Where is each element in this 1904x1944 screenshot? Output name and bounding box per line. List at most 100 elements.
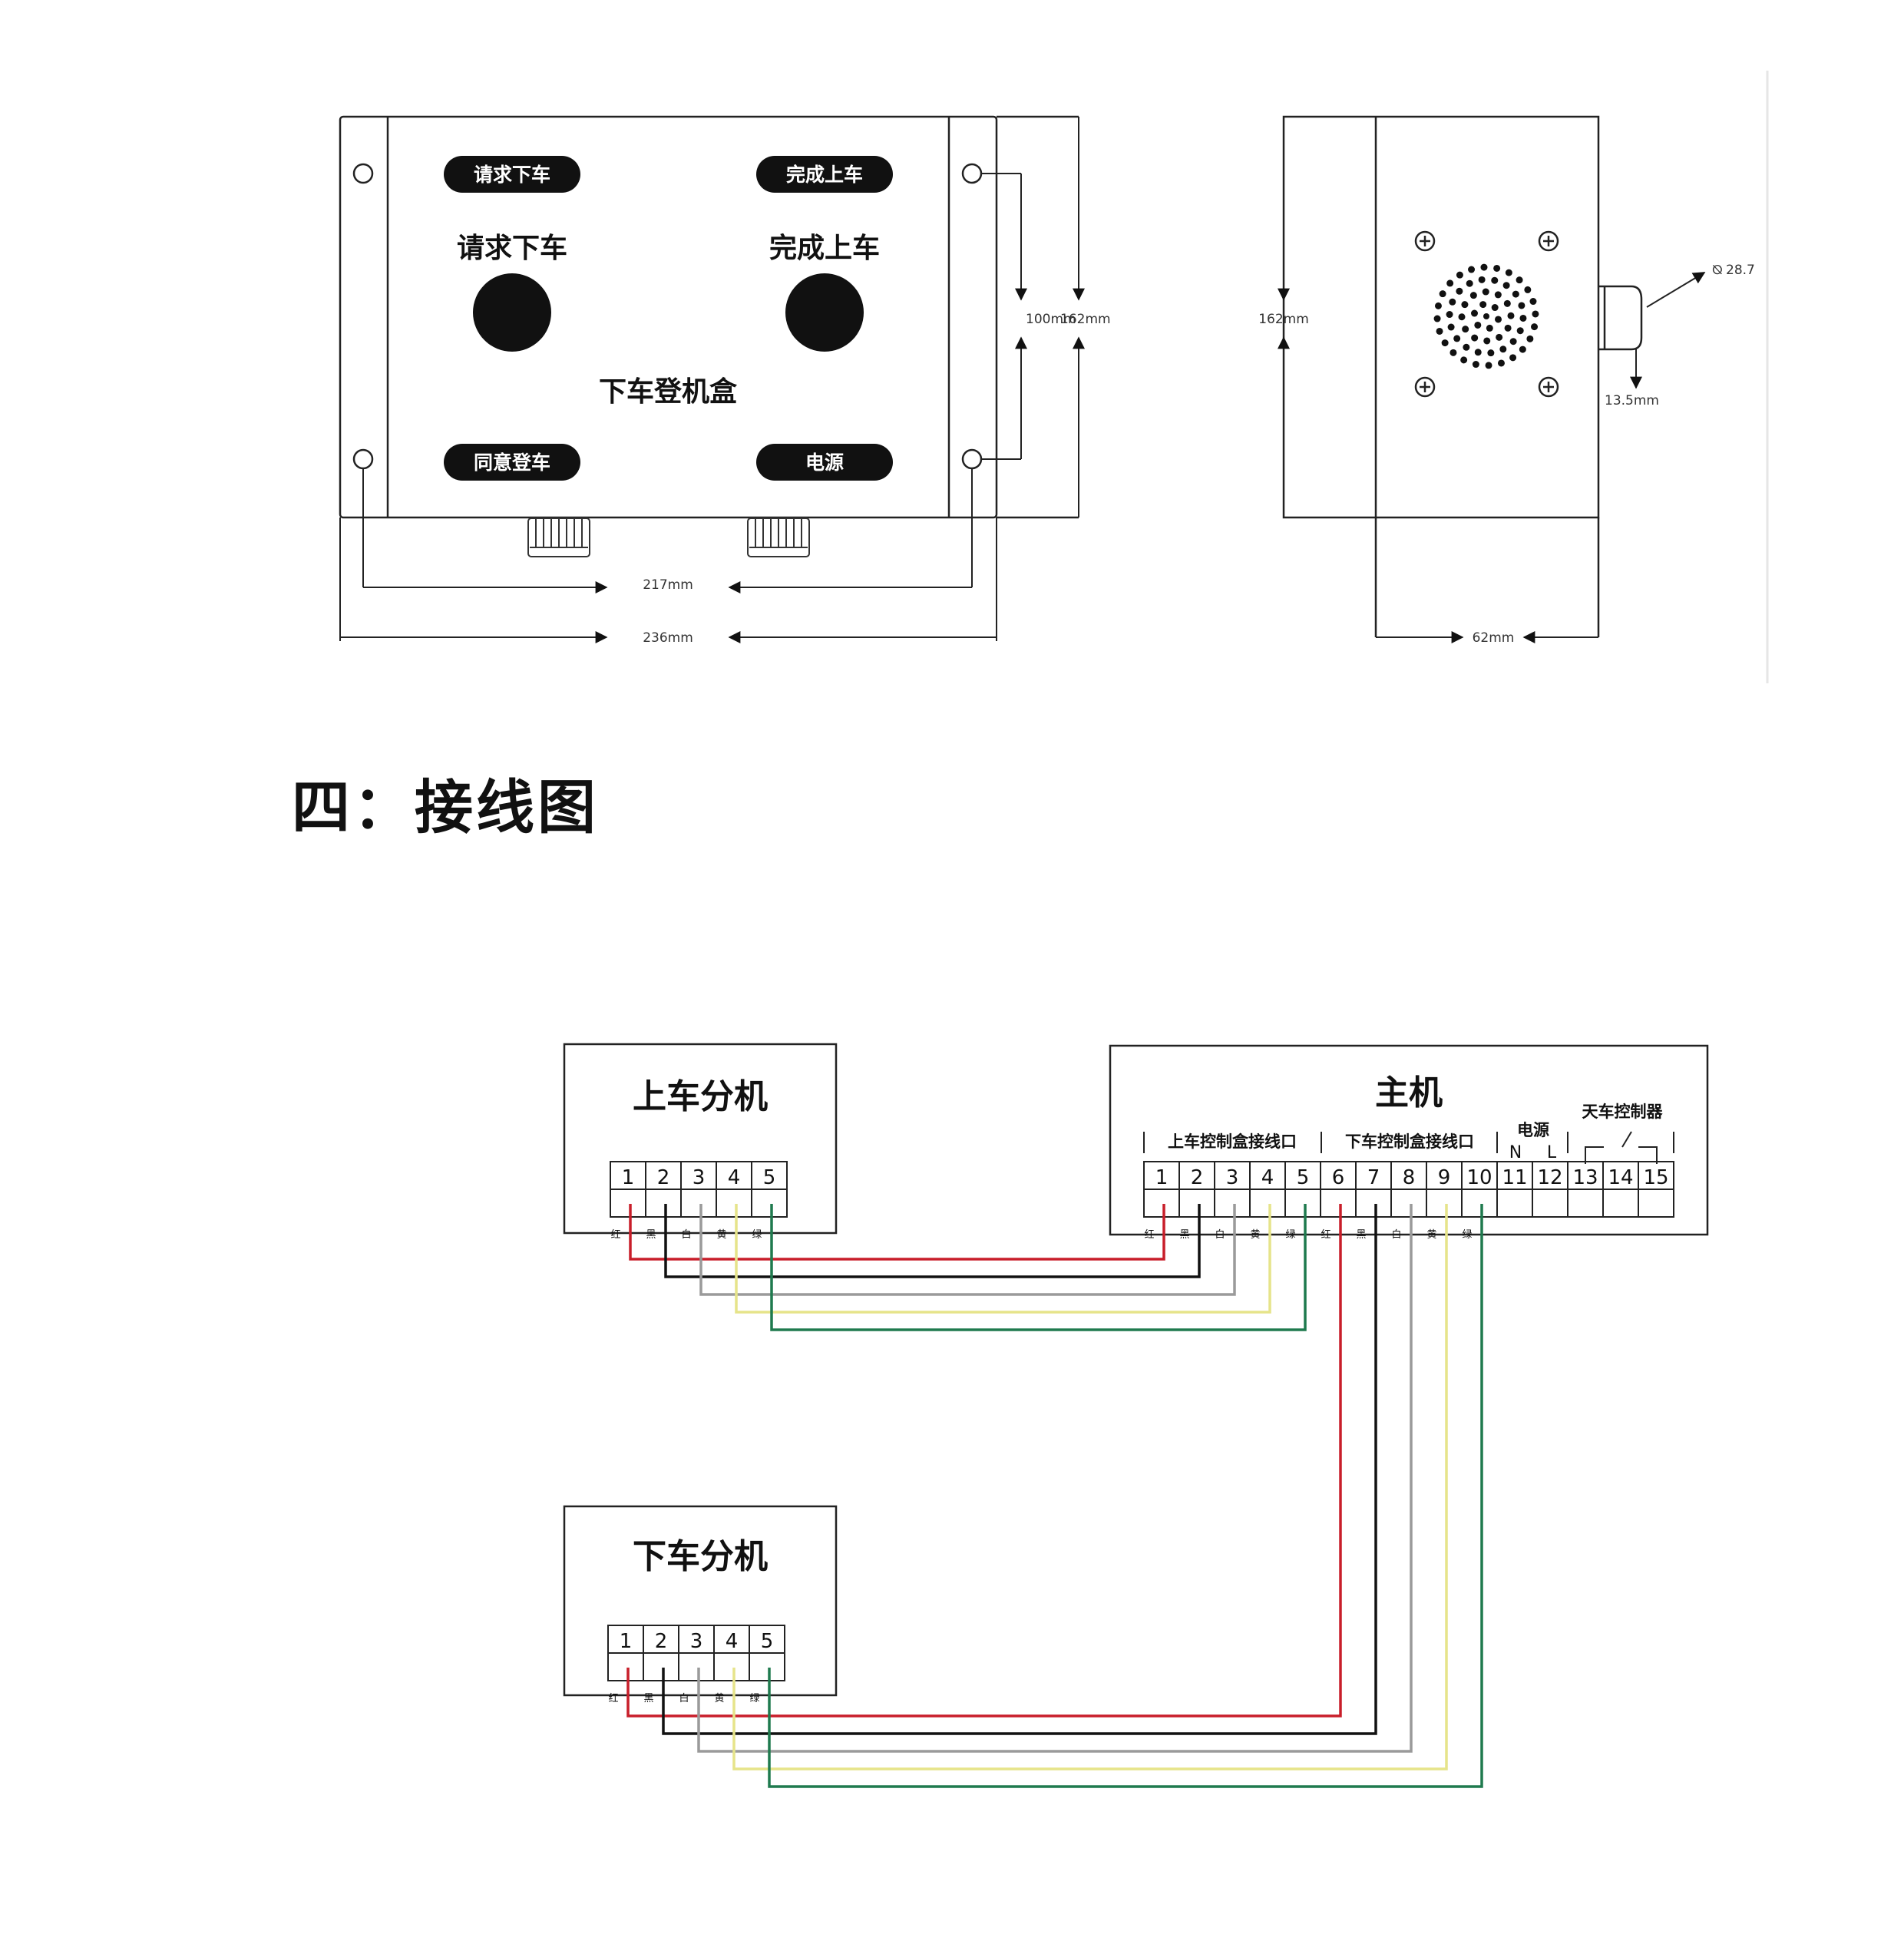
relay-symbol [1585,1131,1658,1164]
wire-color-label: 黑 [643,1693,653,1704]
mount-hole-bottom-right [961,448,983,470]
wire-upper-red [629,1204,1165,1261]
wires [626,1204,1483,1788]
dim-knob-offset: 13.5mm [1605,393,1659,408]
front-dimensions [339,117,1085,643]
speaker-hole [1460,356,1468,364]
terminal-number: 2 [1191,1166,1204,1189]
speaker-hole [1516,276,1523,284]
speaker-hole [1496,333,1503,341]
wire-lower-yellow [732,1204,1448,1770]
speaker-hole [1483,313,1489,319]
speaker-hole [1491,276,1499,284]
speaker-hole [1486,324,1493,332]
dim-knob-diameter-arrow [1646,272,1706,308]
label-request: 请求下车 [474,164,550,186]
terminal-number: 4 [726,1630,739,1653]
terminal-number: 1 [622,1166,635,1189]
speaker-hole [1516,327,1524,335]
terminal-number: 3 [690,1630,703,1653]
wire-color-label: 绿 [752,1229,762,1241]
speaker-hole [1447,323,1455,331]
terminal-number: 14 [1608,1166,1633,1189]
mount-hole-top-left [352,163,374,184]
group-lower-port: 下车控制盒接线口 [1345,1132,1474,1151]
speaker-hole [1495,316,1502,323]
terminal-number: 4 [728,1166,741,1189]
speaker-hole [1474,349,1482,356]
wire-upper-white [699,1204,1236,1296]
wire-color-label: 黄 [1426,1229,1436,1241]
speaker-hole [1512,290,1519,298]
front-view-title: 下车登机盒 [599,376,738,408]
screw-bottom-right [1538,376,1559,398]
side-dimensions [1278,117,1706,643]
side-body-outline [1282,115,1600,519]
side-knob [1598,285,1643,351]
speaker-hole [1519,314,1527,322]
speaker-hole [1471,334,1479,342]
speaker-hole [1456,287,1463,295]
speaker-hole [1436,327,1443,335]
speaker-hole [1449,298,1456,306]
wire-color-label: 黄 [1250,1229,1260,1241]
terminal-number: 1 [620,1630,633,1653]
speaker-hole [1507,312,1515,319]
label-complete: 完成上车 [786,164,863,186]
wire-color-label: 白 [1391,1228,1401,1241]
screw-top-right [1538,230,1559,252]
lower-unit-title: 下车分机 [633,1537,768,1576]
speaker-hole [1480,263,1488,271]
terminal-number: 5 [761,1630,774,1653]
label-power: 电源 [805,451,844,474]
button-caption-request: 请求下车 [457,233,567,264]
main-unit-title: 主机 [1375,1073,1443,1113]
terminal-number: 2 [657,1166,670,1189]
wire-color-label: 白 [681,1228,691,1241]
wire-color-label: 红 [1144,1228,1154,1241]
lower-unit-box [563,1505,838,1697]
group-upper-port: 上车控制盒接线口 [1168,1132,1297,1151]
upper-unit-title: 上车分机 [633,1077,768,1116]
wire-color-label: 绿 [1285,1229,1295,1241]
wire-upper-yellow [735,1204,1271,1314]
speaker-hole [1462,326,1469,333]
main-unit-box [1109,1044,1709,1236]
speaker-hole [1461,301,1469,309]
group-power-l: L [1547,1143,1557,1162]
terminal-number: 12 [1537,1166,1562,1189]
speaker-hole [1478,276,1486,283]
speaker-hole [1469,292,1477,299]
terminal-number: 11 [1502,1166,1527,1189]
dim-hole-vertical: 100mm [1026,312,1076,327]
speaker-hole [1456,271,1463,279]
speaker-hole [1524,286,1532,293]
terminal-number: 7 [1367,1166,1380,1189]
speaker-hole [1479,301,1487,309]
terminal-number: 9 [1438,1166,1451,1189]
complete-board-button[interactable] [785,273,864,352]
speaker-hole [1491,304,1499,312]
request-alight-button[interactable] [473,273,551,352]
cable-gland-left-ribs [530,518,588,548]
wire-upper-black [664,1204,1201,1278]
speaker-hole [1446,279,1454,287]
terminal-number: 3 [1226,1166,1239,1189]
label-pill-request [444,156,580,193]
terminal-number: 13 [1572,1166,1598,1189]
front-flange-outline [339,115,998,519]
terminal-number: 1 [1155,1166,1169,1189]
speaker-grille [1433,263,1539,369]
label-agree: 同意登车 [474,451,550,474]
speaker-hole [1494,291,1502,299]
button-caption-complete: 完成上车 [769,233,880,264]
terminal-number: 5 [763,1166,776,1189]
terminal-number: 2 [655,1630,668,1653]
speaker-hole [1453,335,1461,342]
group-power: 电源 [1517,1121,1549,1139]
speaker-hole [1468,266,1476,273]
speaker-hole [1474,321,1482,329]
front-view [339,115,1079,519]
